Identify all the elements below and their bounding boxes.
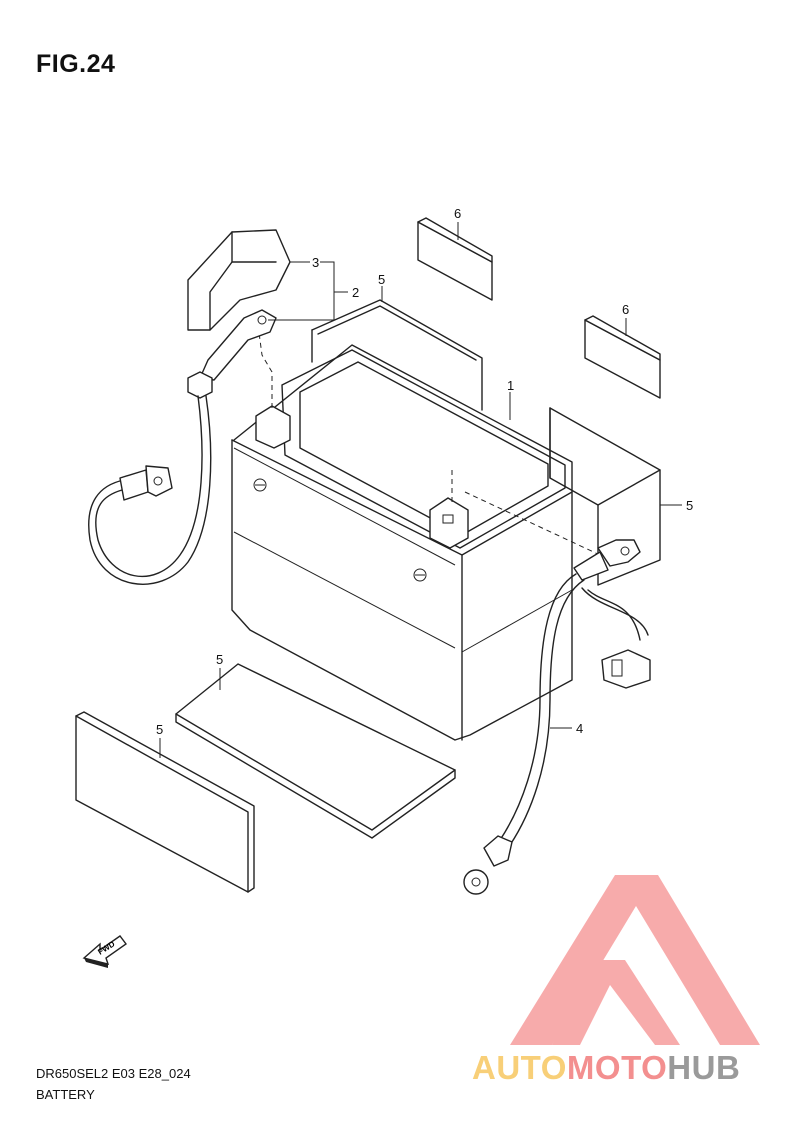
callout-5-right: 5 bbox=[686, 498, 693, 513]
automotohub-logo bbox=[510, 875, 760, 1045]
watermark-moto: MOTO bbox=[566, 1049, 668, 1086]
callout-3: 3 bbox=[312, 255, 319, 270]
pad-rear-upper bbox=[311, 299, 483, 411]
callout-numbers: 1 2 3 4 5 5 5 5 6 6 bbox=[156, 206, 693, 737]
callout-2: 2 bbox=[352, 285, 359, 300]
spacer-upper bbox=[417, 217, 493, 301]
callout-1: 1 bbox=[507, 378, 514, 393]
callout-5-upright: 5 bbox=[156, 722, 163, 737]
pad-bottom-upright bbox=[75, 711, 255, 893]
battery-body bbox=[231, 344, 573, 741]
negative-cable bbox=[463, 539, 651, 895]
model-code: DR650SEL2 E03 E28_024 bbox=[36, 1066, 191, 1081]
figure-title: FIG.24 bbox=[36, 50, 116, 78]
figure-caption: BATTERY bbox=[36, 1087, 95, 1102]
callout-6-middle: 6 bbox=[622, 302, 629, 317]
watermark-text: AUTOMOTOHUB bbox=[472, 1049, 740, 1087]
callout-5-rear: 5 bbox=[378, 272, 385, 287]
assembly-leaders bbox=[257, 324, 601, 556]
positive-cable bbox=[88, 229, 291, 585]
watermark-hub: HUB bbox=[667, 1049, 741, 1086]
callout-5-flat: 5 bbox=[216, 652, 223, 667]
callout-6-upper: 6 bbox=[454, 206, 461, 221]
callout-leaders bbox=[159, 222, 682, 758]
forward-arrow-icon: FWD bbox=[82, 935, 127, 968]
callout-4: 4 bbox=[576, 721, 583, 736]
spacer-middle bbox=[584, 315, 661, 399]
watermark-auto: AUTO bbox=[472, 1049, 567, 1086]
pad-bottom-flat bbox=[175, 663, 456, 839]
